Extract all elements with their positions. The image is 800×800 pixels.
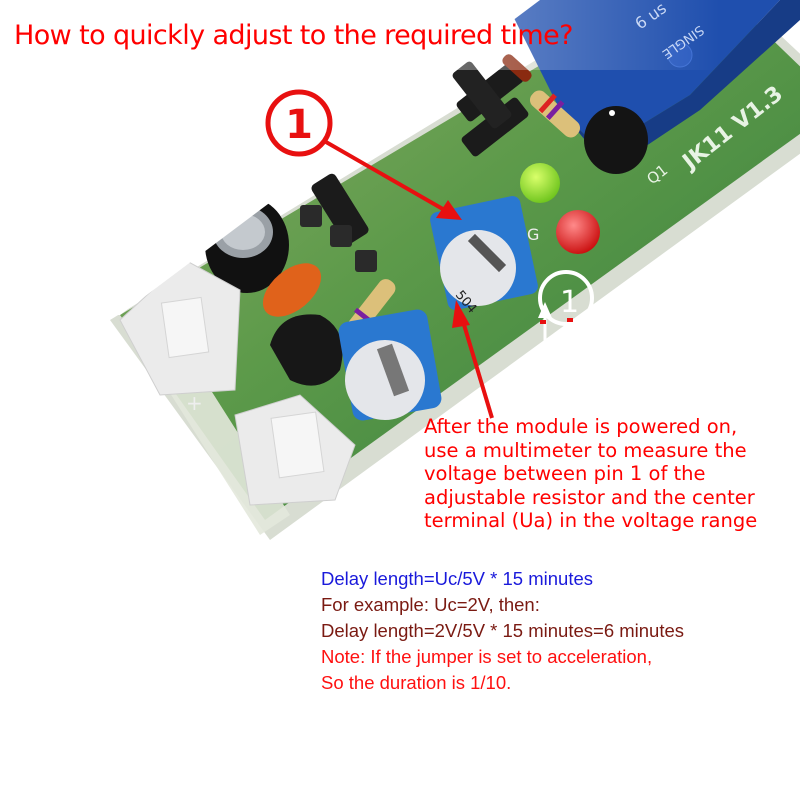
example-intro: For example: Uc=2V, then: — [321, 594, 540, 615]
electrolytic-capacitor — [205, 197, 289, 293]
pin-1-marker: 1 — [538, 270, 594, 345]
transistor-right — [584, 106, 648, 174]
instruction-line: voltage between pin 1 of the — [424, 462, 706, 485]
instruction-line: After the module is powered on, — [424, 415, 738, 438]
connector-bottom — [234, 394, 356, 506]
formula-block: Delay length=Uc/5V * 15 minutes For exam… — [321, 566, 684, 696]
instruction-line: use a multimeter to measure the — [424, 438, 747, 462]
instruction-line: adjustable resistor and the center — [424, 485, 755, 509]
instruction-arrow — [452, 300, 494, 419]
note-line: So the duration is 1/10. — [321, 672, 512, 693]
plus-label: + — [186, 391, 203, 415]
potentiometer-secondary — [338, 309, 442, 421]
resistor-top — [529, 90, 581, 138]
note-line: Note: If the jumper is set to accelerati… — [321, 646, 653, 667]
led-red — [556, 210, 600, 254]
ceramic-capacitor — [262, 263, 322, 317]
instruction-line: terminal (Ua) in the voltage range — [424, 509, 758, 532]
potentiometer-main: 504 — [430, 196, 538, 317]
transistor-left — [270, 314, 343, 386]
svg-text:1: 1 — [560, 285, 579, 320]
callout-marker: 1 — [265, 89, 333, 157]
example-result: Delay length=2V/5V * 15 minutes=6 minute… — [321, 620, 685, 641]
formula-definition: Delay length=Uc/5V * 15 minutes — [321, 568, 593, 589]
led-green-label: G — [527, 225, 539, 244]
callout-arrow — [325, 140, 462, 220]
instruction-text: After the module is powered on, use a mu… — [424, 415, 757, 533]
jumper-header-left — [300, 173, 377, 272]
jumper-header-top — [452, 61, 529, 157]
page-title: How to quickly adjust to the required ti… — [14, 20, 573, 51]
led-green — [520, 163, 560, 203]
svg-text:1: 1 — [285, 102, 313, 148]
